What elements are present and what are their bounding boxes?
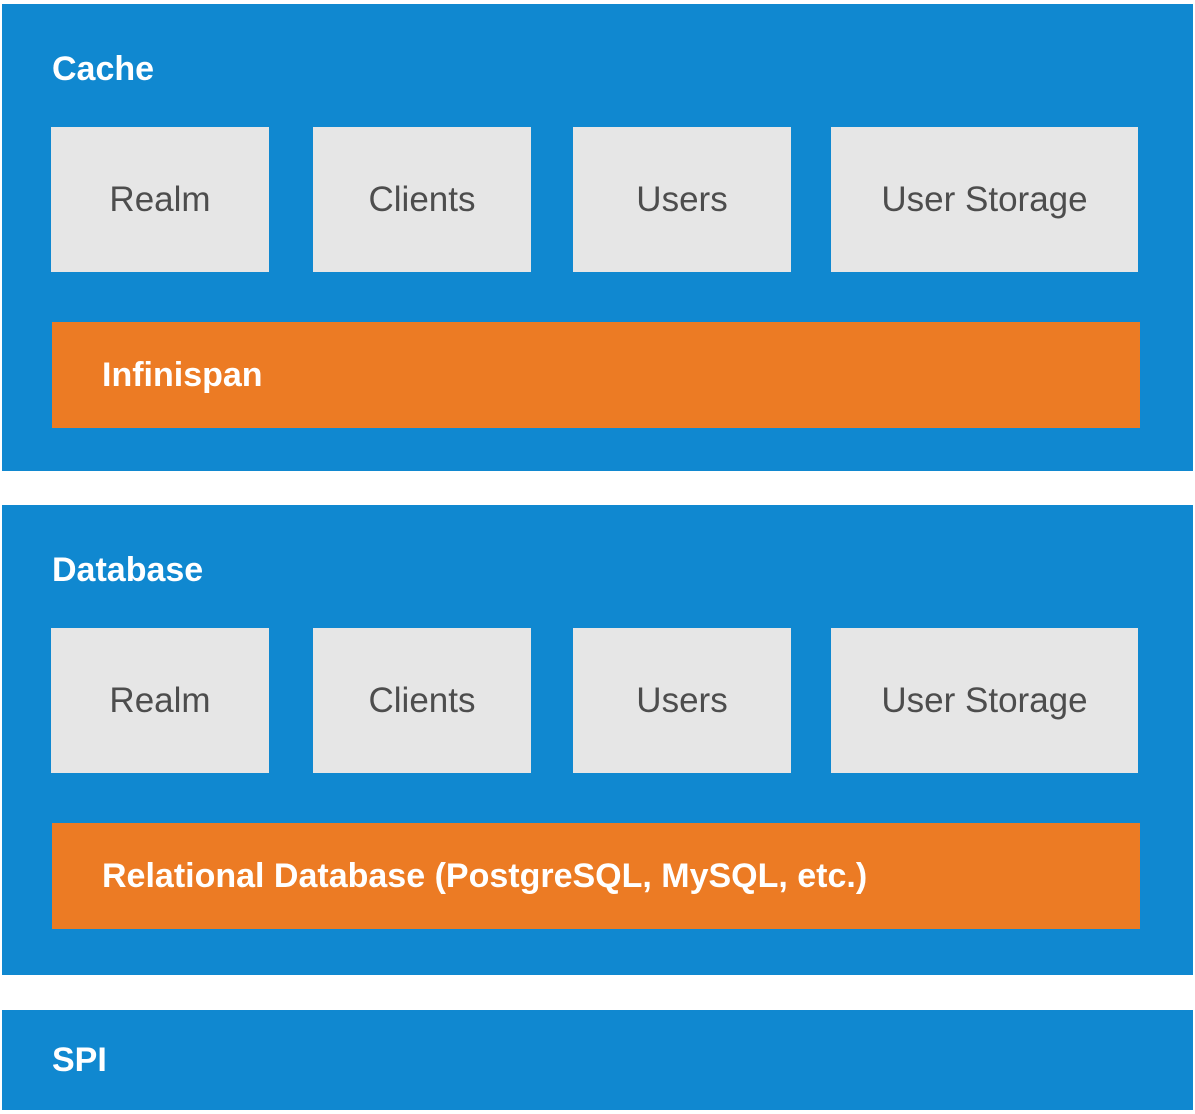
cache-backend-infinispan: Infinispan — [52, 322, 1140, 428]
database-backend-relational: Relational Database (PostgreSQL, MySQL, … — [52, 823, 1140, 929]
database-layer-title: Database — [52, 551, 204, 589]
cache-module-user-storage: User Storage — [831, 127, 1138, 272]
cache-layer-title: Cache — [52, 50, 155, 88]
cache-module-users: Users — [573, 127, 791, 272]
database-module-realm: Realm — [51, 628, 269, 773]
database-layer: Database Realm Clients Users User Storag… — [2, 505, 1193, 975]
database-module-clients: Clients — [313, 628, 531, 773]
database-module-users: Users — [573, 628, 791, 773]
spi-layer: SPI — [2, 1010, 1193, 1110]
database-module-user-storage: User Storage — [831, 628, 1138, 773]
cache-module-clients: Clients — [313, 127, 531, 272]
cache-module-realm: Realm — [51, 127, 269, 272]
spi-layer-title: SPI — [52, 1041, 107, 1079]
cache-layer: Cache Realm Clients Users User Storage I… — [2, 4, 1193, 471]
